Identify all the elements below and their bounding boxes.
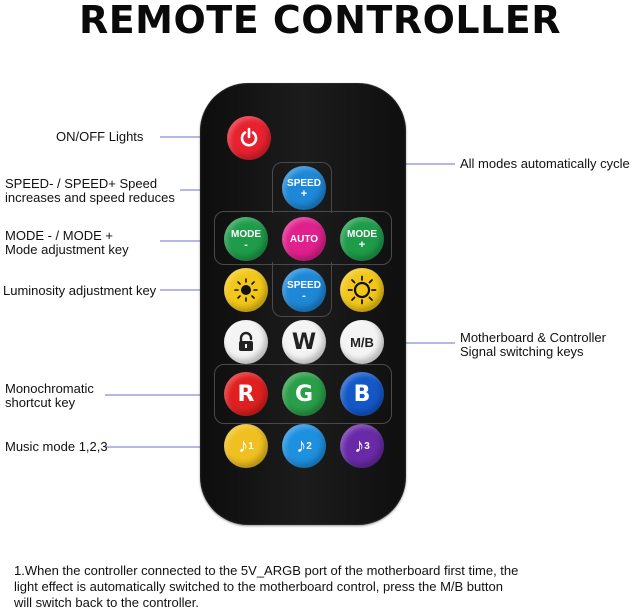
sun-large-icon — [347, 275, 377, 305]
callout-mb-line2: Signal switching keys — [460, 344, 584, 359]
callout-mono-line1: Monochromatic — [5, 381, 94, 396]
power-button[interactable] — [227, 116, 271, 160]
speed-up-sign: + — [300, 187, 308, 200]
pad-outline-rgb — [214, 364, 392, 424]
mode-down-button[interactable]: MODE - — [224, 217, 268, 261]
callout-music: Music mode 1,2,3 — [5, 439, 108, 454]
green-button[interactable]: G — [282, 372, 326, 416]
music-2-button[interactable]: ♪2 — [282, 424, 326, 468]
page-title: REMOTE CONTROLLER — [78, 0, 562, 42]
speed-down-button[interactable]: SPEED - — [282, 268, 326, 312]
green-button-label: G — [294, 381, 314, 407]
pad-outline-middle — [214, 211, 392, 265]
speed-down-sign: - — [302, 289, 306, 302]
mode-up-button[interactable]: MODE + — [340, 217, 384, 261]
speed-up-label: SPEED — [287, 177, 321, 189]
callout-mb: Motherboard & Controller Signal switchin… — [460, 331, 606, 359]
mode-down-sign: - — [244, 238, 248, 251]
luminosity-up-button[interactable] — [340, 268, 384, 312]
music-1-number: 1 — [248, 440, 254, 452]
music-3-button[interactable]: ♪3 — [340, 424, 384, 468]
music-note-icon: ♪ — [354, 434, 365, 457]
usage-note-line1: 1.When the controller connected to the 5… — [14, 563, 519, 578]
usage-note-line3: will switch back to the controller. — [14, 595, 199, 610]
blue-button-label: B — [353, 381, 371, 407]
power-icon — [240, 127, 258, 147]
callout-luminosity: Luminosity adjustment key — [3, 283, 157, 298]
mode-up-label: MODE — [347, 228, 377, 240]
callout-mode-line2: Mode adjustment key — [5, 242, 129, 257]
speed-up-button[interactable]: SPEED + — [282, 166, 326, 210]
music-2-number: 2 — [306, 440, 312, 452]
music-note-icon: ♪ — [296, 434, 307, 457]
usage-note: 1.When the controller connected to the 5… — [14, 563, 614, 611]
callout-speed-line2: increases and speed reduces — [5, 190, 175, 205]
lock-icon — [239, 331, 253, 351]
usage-note-line2: light effect is automatically switched t… — [14, 579, 503, 594]
blue-button[interactable]: B — [340, 372, 384, 416]
speed-down-label: SPEED — [287, 279, 321, 291]
auto-label: AUTO — [289, 233, 319, 245]
pad-outline-top — [272, 162, 332, 213]
music-note-icon: ♪ — [238, 434, 249, 457]
callout-mb-line1: Motherboard & Controller — [460, 330, 606, 345]
pad-outline-bottom — [272, 262, 332, 317]
auto-button[interactable]: AUTO — [282, 217, 326, 261]
callout-onoff: ON/OFF Lights — [56, 129, 144, 144]
mode-down-label: MODE — [231, 228, 261, 240]
red-button[interactable]: R — [224, 372, 268, 416]
white-button-label: W — [291, 329, 317, 355]
mode-up-sign: + — [358, 238, 366, 251]
callout-mode: MODE - / MODE + Mode adjustment key — [5, 229, 129, 257]
mb-button[interactable]: M/B — [340, 320, 384, 364]
music-1-button[interactable]: ♪1 — [224, 424, 268, 468]
sun-small-icon — [234, 278, 258, 302]
callout-auto: All modes automatically cycle — [460, 156, 630, 171]
music-3-number: 3 — [364, 440, 370, 452]
luminosity-down-button[interactable] — [224, 268, 268, 312]
callout-mode-line1: MODE - / MODE + — [5, 228, 113, 243]
callout-speed-line1: SPEED- / SPEED+ Speed — [5, 176, 158, 191]
lock-button[interactable] — [224, 320, 268, 364]
callout-mono: Monochromatic shortcut key — [5, 382, 94, 410]
red-button-label: R — [237, 381, 255, 407]
callout-speed: SPEED- / SPEED+ Speed increases and spee… — [5, 177, 175, 205]
white-button[interactable]: W — [282, 320, 326, 364]
callout-mono-line2: shortcut key — [5, 395, 76, 410]
mb-button-label: M/B — [350, 334, 374, 350]
